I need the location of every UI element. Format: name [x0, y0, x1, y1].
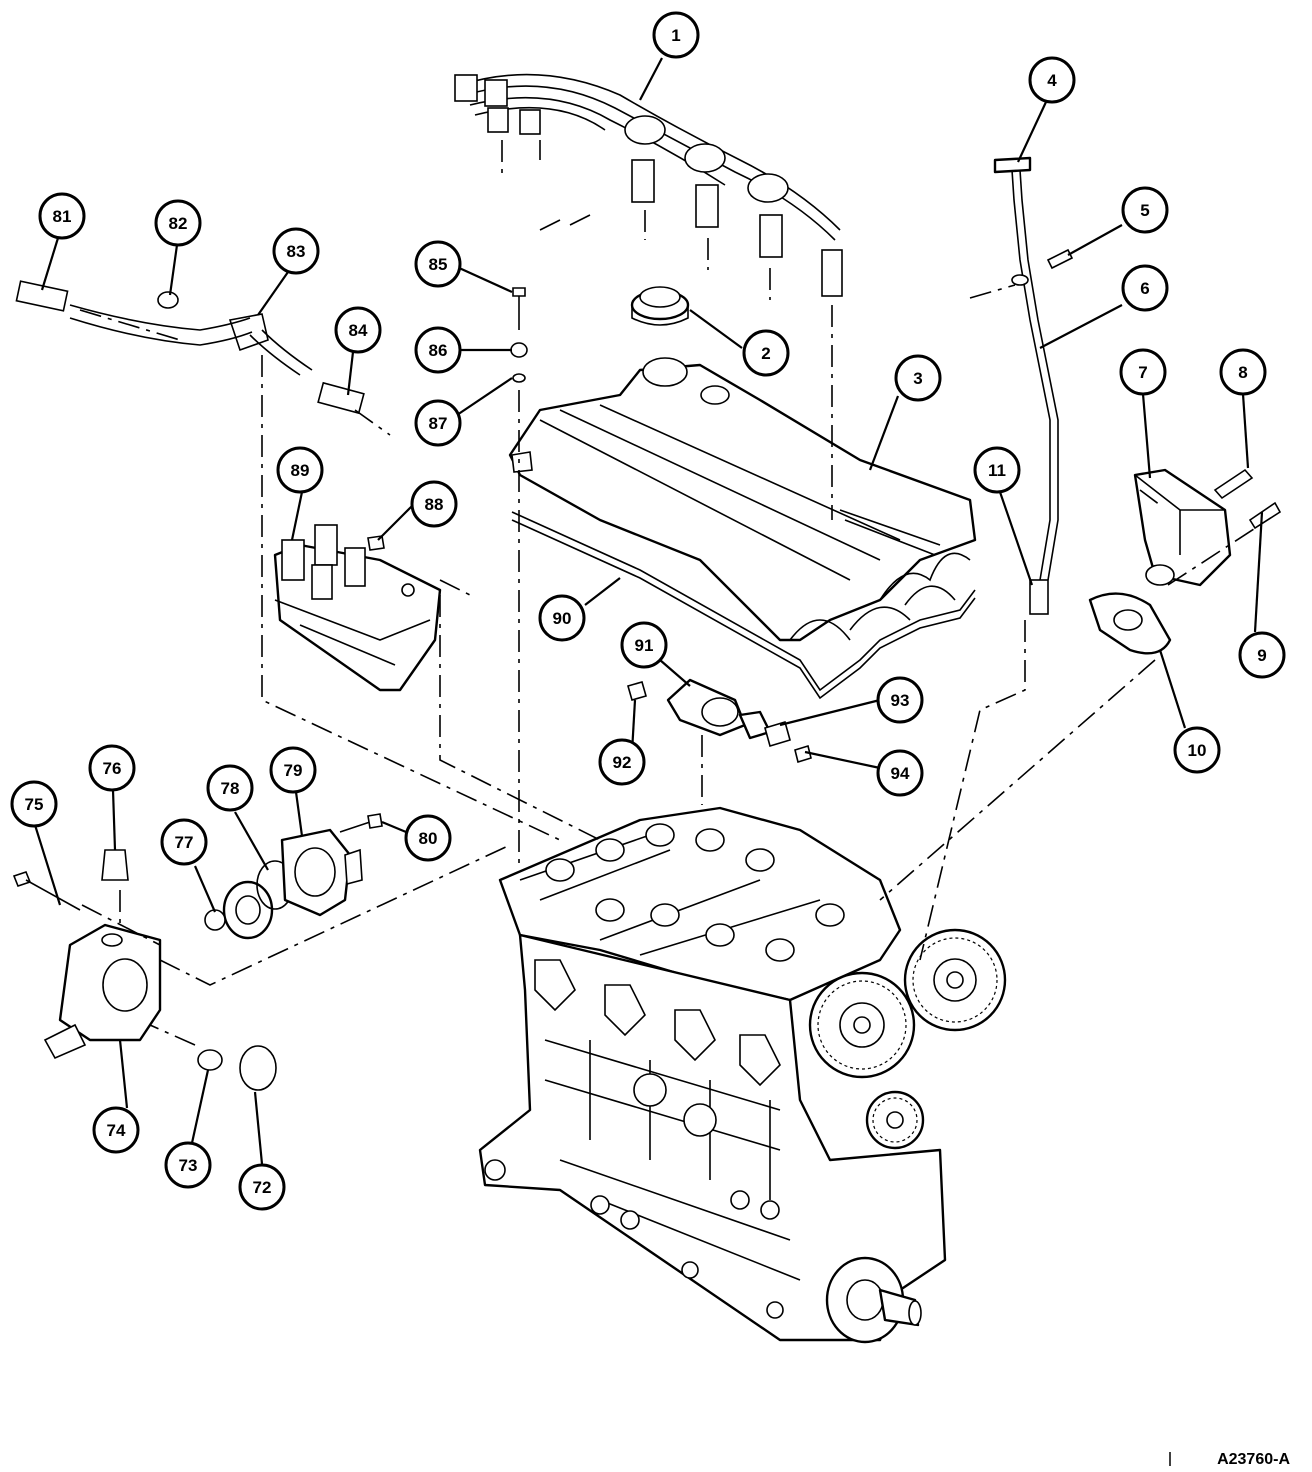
svg-text:94: 94	[891, 764, 910, 783]
svg-text:80: 80	[419, 829, 438, 848]
svg-text:7: 7	[1138, 363, 1147, 382]
svg-text:6: 6	[1140, 279, 1149, 298]
svg-text:2: 2	[761, 344, 770, 363]
svg-text:10: 10	[1188, 741, 1207, 760]
timing-sprockets	[808, 928, 1007, 1150]
callout-bubble-10: 10	[1173, 726, 1221, 774]
callout-leaders	[33, 57, 1264, 1165]
svg-text:83: 83	[287, 242, 306, 261]
callout-bubble-76: 76	[88, 744, 136, 792]
callout-bubble-91: 91	[620, 621, 668, 669]
svg-text:85: 85	[429, 255, 448, 274]
callout-bubble-94: 94	[876, 749, 924, 797]
callout-bubble-77: 77	[160, 818, 208, 866]
dashed-alignment-lines	[79, 140, 1261, 1046]
svg-text:3: 3	[913, 369, 922, 388]
svg-text:A23760-A: A23760-A	[1217, 1451, 1290, 1468]
callout-bubble-72: 72	[238, 1163, 286, 1211]
callout-bubble-8: 8	[1219, 348, 1267, 396]
svg-text:82: 82	[169, 214, 188, 233]
callout-bubble-9: 9	[1238, 631, 1286, 679]
callout-bubble-11: 11	[973, 446, 1021, 494]
svg-text:92: 92	[613, 753, 632, 772]
svg-text:4: 4	[1047, 71, 1057, 90]
valve-cover-gasket	[511, 511, 976, 700]
svg-text:86: 86	[429, 341, 448, 360]
heater-water-tube	[15, 280, 365, 415]
svg-text:93: 93	[891, 691, 910, 710]
callout-bubble-5: 5	[1121, 186, 1169, 234]
svg-text:77: 77	[175, 833, 194, 852]
vacuum-solenoid-bracket	[273, 524, 442, 692]
callout-bubble-75: 75	[10, 780, 58, 828]
callout-bubble-82: 82	[154, 199, 202, 247]
svg-text:75: 75	[25, 795, 44, 814]
svg-text:79: 79	[284, 761, 303, 780]
camshaft-position-sensor	[627, 678, 812, 764]
callout-bubble-80: 80	[404, 814, 452, 862]
callout-bubble-85: 85	[414, 240, 462, 288]
callout-bubble-86: 86	[414, 326, 462, 374]
callout-bubble-92: 92	[598, 738, 646, 786]
svg-text:1: 1	[671, 26, 680, 45]
callout-bubble-6: 6	[1121, 264, 1169, 312]
callout-bubble-3: 3	[894, 354, 942, 402]
iac-valve-gasket	[1088, 592, 1172, 655]
oil-filler-cap	[630, 286, 690, 326]
dipstick-tube-bolt	[1046, 248, 1074, 270]
callout-bubble-88: 88	[410, 480, 458, 528]
callout-bubble-89: 89	[276, 446, 324, 494]
callout-bubble-90: 90	[538, 594, 586, 642]
svg-text:9: 9	[1257, 646, 1266, 665]
callout-bubble-1: 1	[652, 11, 700, 59]
callout-bubble-73: 73	[164, 1141, 212, 1189]
svg-text:72: 72	[253, 1178, 272, 1197]
svg-text:11: 11	[988, 461, 1006, 480]
svg-text:81: 81	[53, 207, 72, 226]
svg-text:91: 91	[635, 636, 654, 655]
callout-bubble-81: 81	[38, 192, 86, 240]
oil-level-dipstick	[993, 156, 1059, 615]
ignition-wire-set	[454, 73, 843, 297]
callout-bubble-74: 74	[92, 1106, 140, 1154]
svg-text:78: 78	[221, 779, 240, 798]
callout-bubble-78: 78	[206, 764, 254, 812]
callout-bubble-93: 93	[876, 676, 924, 724]
reference-code: A23760-A	[1169, 1451, 1290, 1468]
valve-cover-fasteners	[510, 287, 528, 383]
engine-block	[478, 806, 1007, 1344]
idle-air-control-valve	[1133, 468, 1282, 587]
svg-text:90: 90	[553, 609, 572, 628]
valve-cover	[508, 357, 977, 642]
callout-bubble-2: 2	[742, 329, 790, 377]
svg-text:73: 73	[179, 1156, 198, 1175]
svg-text:8: 8	[1238, 363, 1247, 382]
svg-text:84: 84	[349, 321, 368, 340]
callout-bubble-7: 7	[1119, 348, 1167, 396]
svg-text:74: 74	[107, 1121, 126, 1140]
svg-text:89: 89	[291, 461, 310, 480]
callout-bubble-79: 79	[269, 746, 317, 794]
svg-text:88: 88	[425, 495, 444, 514]
svg-text:76: 76	[103, 759, 122, 778]
callout-bubble-84: 84	[334, 306, 382, 354]
callout-bubble-83: 83	[272, 227, 320, 275]
svg-text:87: 87	[429, 414, 448, 433]
callout-bubble-4: 4	[1028, 56, 1076, 104]
svg-text:5: 5	[1140, 201, 1149, 220]
callout-bubble-87: 87	[414, 399, 462, 447]
thermostat-housing-assembly	[12, 813, 383, 1091]
camshaft-lobes	[545, 823, 845, 962]
